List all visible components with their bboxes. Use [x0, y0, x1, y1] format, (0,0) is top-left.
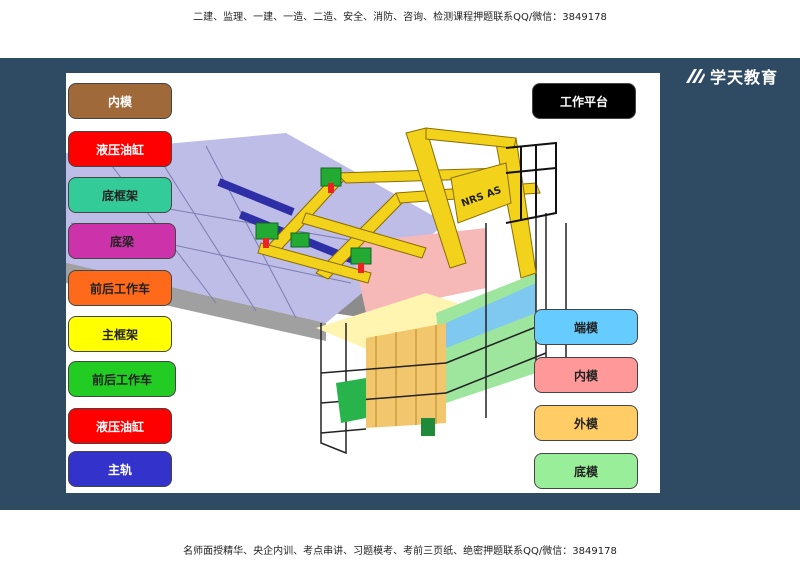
brand-name: 学天教育 — [710, 68, 779, 87]
lower-support — [421, 418, 435, 436]
brand-mark-icon — [686, 69, 705, 83]
hydraulic-cylinders — [263, 183, 364, 273]
main-frame-truss — [257, 127, 541, 284]
lower-platform-green — [336, 378, 366, 423]
label-bottom-beam: 底梁 — [68, 223, 176, 259]
label-inner-form: 内模 — [68, 83, 172, 119]
main-rail-left — [217, 178, 295, 216]
label-work-cart-upper: 前后工作车 — [68, 270, 172, 306]
label-outer-form: 外模 — [534, 405, 638, 441]
work-carts — [255, 167, 372, 265]
label-bottom-frame: 底框架 — [68, 177, 172, 213]
label-end-form: 端模 — [534, 309, 638, 345]
brand-logo: 学天教育 — [684, 64, 778, 88]
label-main-frame: 主框架 — [68, 316, 172, 352]
outer-form-panel — [366, 323, 446, 428]
label-work-cart-lower: 前后工作车 — [68, 361, 176, 397]
working-platform-floor — [316, 293, 486, 353]
label-bottom-form: 底模 — [534, 453, 638, 489]
truss-nameplate — [450, 162, 512, 224]
platform-scaffold — [320, 213, 567, 455]
diagram-stage: NRS AS 内模 液压油缸 底框架 底梁 前后工作车 主框架 前后工作车 液压… — [66, 73, 660, 493]
header-promo-text: 二建、监理、一建、一造、二造、安全、消防、咨询、检测课程押题联系QQ/微信：38… — [193, 12, 607, 23]
label-working-platform: 工作平台 — [532, 83, 636, 119]
label-main-rail: 主轨 — [68, 451, 172, 487]
label-hydraulic-cylinder-top: 液压油缸 — [68, 131, 172, 167]
footer-promo-text: 名师面授精华、央企内训、考点串讲、习题模考、考前三页纸、绝密押题联系QQ/微信：… — [183, 546, 617, 557]
label-inner-form-right: 内模 — [534, 357, 638, 393]
outer-form-lines — [375, 325, 437, 427]
top-working-platform — [505, 141, 557, 224]
label-hydraulic-cylinder-bottom: 液压油缸 — [68, 408, 172, 444]
end-form-panel — [446, 283, 536, 348]
